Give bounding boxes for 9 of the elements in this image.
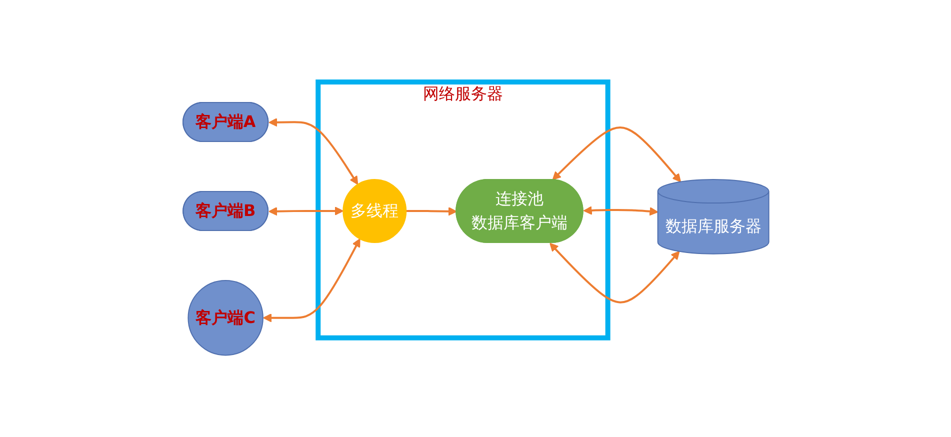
node-circle: 客户端C <box>187 280 264 356</box>
node-circle: 多线程 <box>342 178 406 243</box>
arrow <box>549 242 680 304</box>
arrow <box>268 206 344 216</box>
arrow <box>552 126 681 182</box>
arrow <box>406 206 457 216</box>
arrow <box>582 206 658 216</box>
arrow <box>262 238 360 322</box>
arrow <box>268 118 358 185</box>
